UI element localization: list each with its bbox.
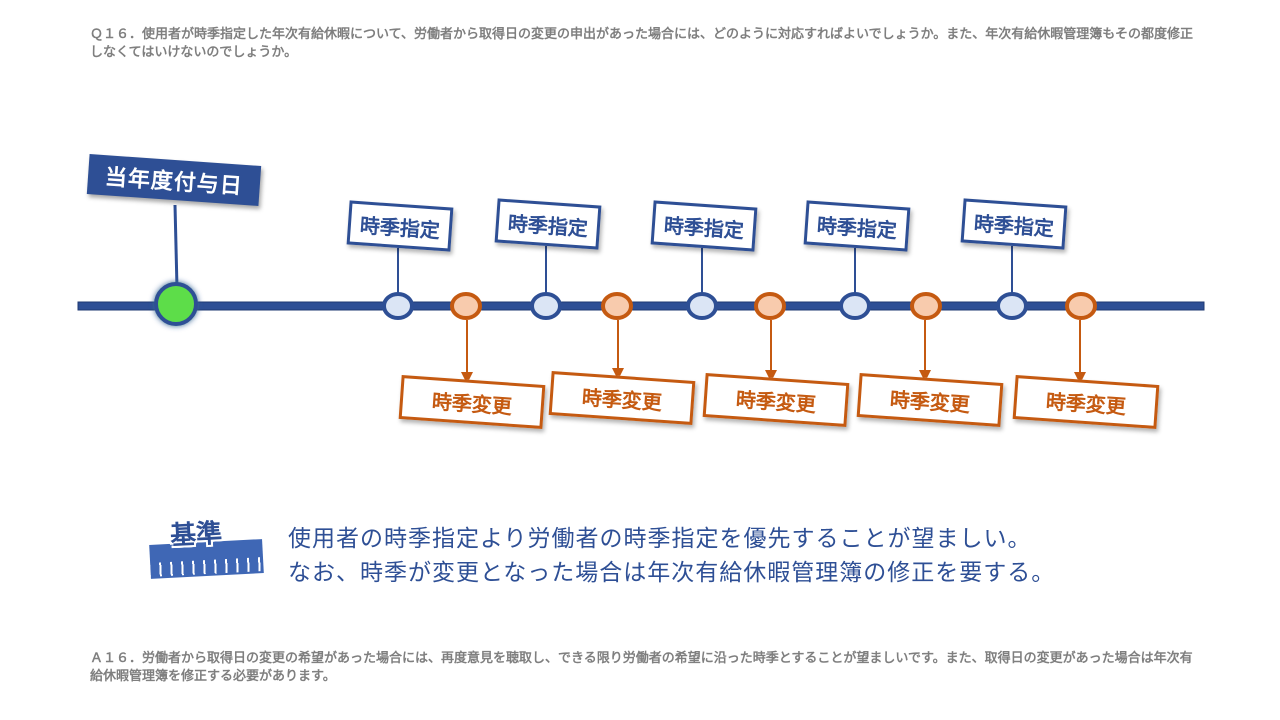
criterion-badge-label: 基準 xyxy=(169,518,223,552)
designation-node xyxy=(686,292,718,320)
change-node xyxy=(450,292,482,320)
change-node xyxy=(601,292,633,320)
start-connector xyxy=(173,204,179,289)
criterion-badge: 基準 xyxy=(149,514,264,579)
designation-label: 時季指定 xyxy=(803,200,911,252)
designation-label: 時季指定 xyxy=(494,198,602,250)
designation-label: 時季指定 xyxy=(650,200,758,252)
change-node xyxy=(910,292,942,320)
designation-label: 時季指定 xyxy=(960,198,1068,250)
answer-text: Ａ１６．労働者から取得日の変更の希望があった場合には、再度意見を聴取し、できる限… xyxy=(90,651,1193,684)
designation-node xyxy=(382,292,414,320)
designation-node xyxy=(839,292,871,320)
designation-node xyxy=(996,292,1028,320)
criterion-line-2: なお、時季が変更となった場合は年次有給休暇管理簿の修正を要する。 xyxy=(288,560,1056,586)
change-node xyxy=(1065,292,1097,320)
criterion-line-1: 使用者の時季指定より労働者の時季指定を優先することが望ましい。 xyxy=(288,526,1032,552)
question-text: Ｑ１６．使用者が時季指定した年次有給休暇について、労働者から取得日の変更の申出が… xyxy=(90,27,1194,60)
change-node xyxy=(754,292,786,320)
designation-label: 時季指定 xyxy=(346,200,454,252)
timeline-bar xyxy=(77,301,1205,311)
criterion-text: 使用者の時季指定より労働者の時季指定を優先することが望ましい。 なお、時季が変更… xyxy=(288,522,1188,590)
start-node xyxy=(154,282,198,326)
designation-node xyxy=(530,292,562,320)
